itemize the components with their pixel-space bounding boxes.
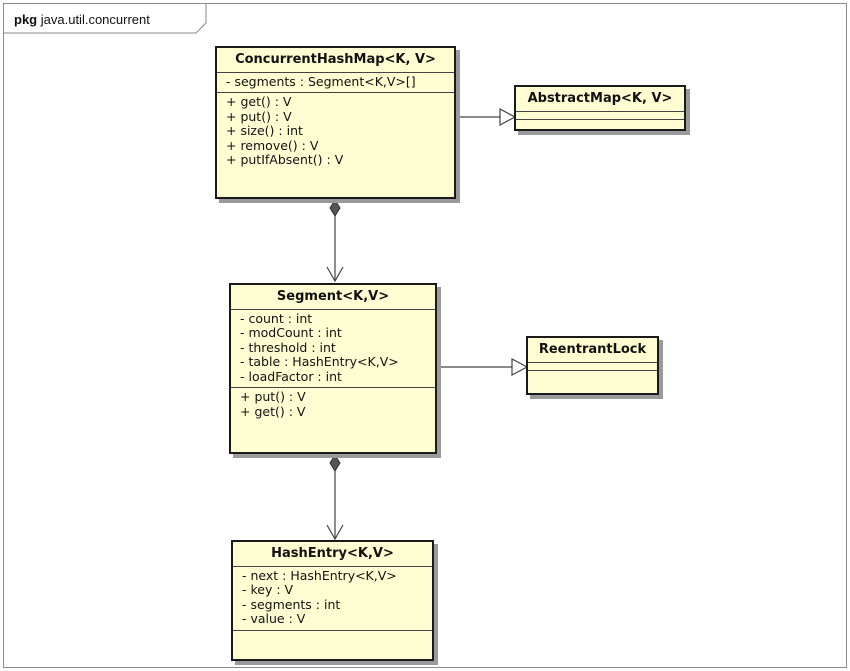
class-segment[interactable]: Segment<K,V> - count : int - modCount : … [229,283,437,454]
attributes-compartment [528,363,657,371]
attribute: - key : V [242,582,294,597]
class-title: AbstractMap<K, V> [516,87,684,112]
class-title: ReentrantLock [528,338,657,363]
generalization-concurrenthashmap-abstractmap [455,108,517,126]
operations-compartment [233,631,432,638]
composition-segment-hashentry [326,454,344,541]
operation: + get() : V [226,94,292,109]
attribute: - table : HashEntry<K,V> [240,354,399,369]
class-concurrenthashmap[interactable]: ConcurrentHashMap<K, V> - segments : Seg… [215,46,456,199]
attribute: - count : int [240,310,313,326]
operation: + remove() : V [226,137,319,153]
operation: + get() : V [240,403,306,419]
attributes-compartment: - count : int - modCount : int - thresho… [231,310,435,388]
attribute: - segments : int [242,596,341,612]
class-reentrantlock[interactable]: ReentrantLock [526,336,659,395]
package-name: java.util.concurrent [40,12,150,27]
operations-compartment: + put() : V + get() : V [231,388,435,422]
operations-compartment [528,371,657,378]
generalization-segment-reentrantlock [436,358,529,376]
operation: + put() : V [226,108,292,124]
composition-concurrenthashmap-segment [326,199,344,283]
package-keyword: pkg [14,12,38,27]
attributes-compartment [516,112,684,120]
attribute: - modCount : int [240,325,342,340]
attribute: - next : HashEntry<K,V> [242,567,397,583]
operations-compartment [516,120,684,127]
attribute: - threshold : int [240,339,336,355]
operations-compartment: + get() : V + put() : V + size() : int +… [217,93,454,171]
class-abstractmap[interactable]: AbstractMap<K, V> [514,85,686,131]
operation: + putIfAbsent() : V [226,152,344,167]
class-hashentry[interactable]: HashEntry<K,V> - next : HashEntry<K,V> -… [231,540,434,661]
attributes-compartment: - next : HashEntry<K,V> - key : V - segm… [233,567,432,631]
package-label: pkg java.util.concurrent [14,12,150,27]
attribute: - segments : Segment<K,V>[] [226,73,416,89]
operation: + put() : V [240,389,306,404]
class-title: Segment<K,V> [231,285,435,310]
class-title: HashEntry<K,V> [233,542,432,567]
attribute: - loadFactor : int [240,368,342,384]
attributes-compartment: - segments : Segment<K,V>[] [217,73,454,93]
class-title: ConcurrentHashMap<K, V> [217,48,454,73]
package-tab: pkg java.util.concurrent [4,4,209,34]
operation: + size() : int [226,123,303,138]
attribute: - value : V [242,611,306,626]
